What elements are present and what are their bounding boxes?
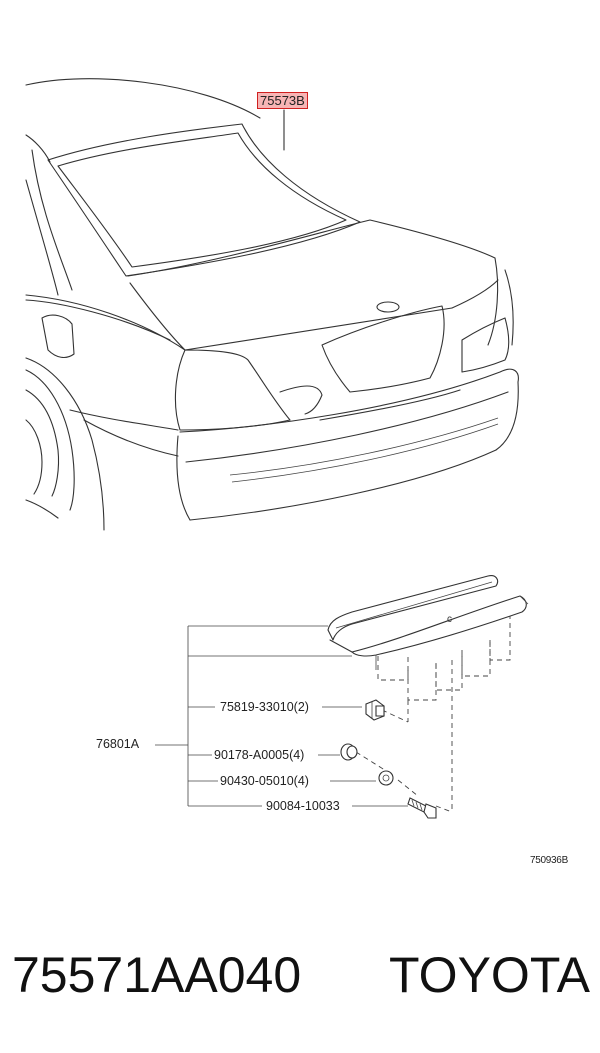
fastener-clip-icon <box>365 699 385 721</box>
parts-diagram: c <box>25 78 529 819</box>
part-label-90084-10033: 90084-10033 <box>266 799 340 813</box>
fastener-grommet-icon <box>340 743 358 761</box>
high-mount-stop-lamp-illustration: c <box>327 575 529 813</box>
caption-part-number: 75571AA040 <box>12 947 302 1003</box>
svg-text:c: c <box>447 614 452 625</box>
part-label-90178-a0005: 90178-A0005(4) <box>214 748 305 762</box>
fastener-washer-icon <box>378 770 394 786</box>
figure-number: 750936B <box>530 855 568 866</box>
caption-brand: TOYOTA <box>389 947 590 1003</box>
part-label-75819-33010: 75819-33010(2) <box>220 700 309 714</box>
callout-75573b: 75573B <box>257 92 308 109</box>
car-rear-illustration <box>25 78 519 531</box>
callout-bracket <box>155 625 408 807</box>
part-label-90430-05010: 90430-05010(4) <box>220 774 309 788</box>
fastener-screw-icon <box>407 797 437 819</box>
assembly-label-76801a: 76801A <box>96 737 140 751</box>
caption-bar: 75571AA040 TOYOTA <box>12 935 590 1015</box>
